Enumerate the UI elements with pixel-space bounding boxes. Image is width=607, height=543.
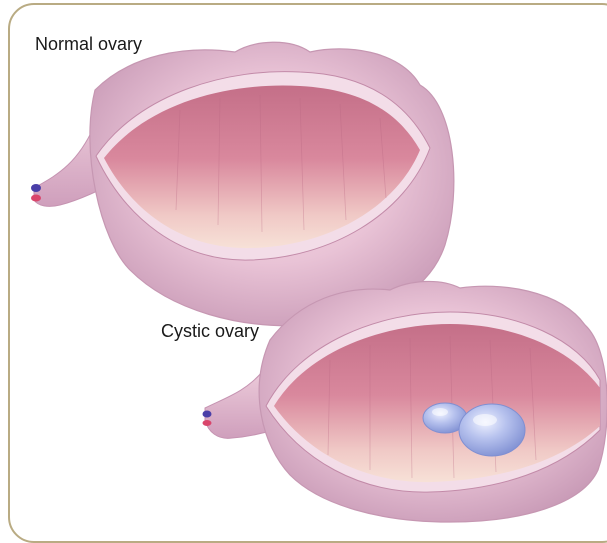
normal-ovary-vessel-blue [31, 184, 41, 192]
normal-ovary-vessel-red [31, 195, 41, 202]
ovary-illustration [0, 0, 607, 525]
cystic-ovary-vessel-red [203, 420, 212, 426]
normal-ovary-label: Normal ovary [35, 34, 142, 55]
cystic-ovary-vessel-blue [203, 411, 212, 418]
normal-ovary [31, 42, 454, 326]
cyst-large [459, 404, 525, 456]
cystic-ovary-label: Cystic ovary [161, 321, 259, 342]
